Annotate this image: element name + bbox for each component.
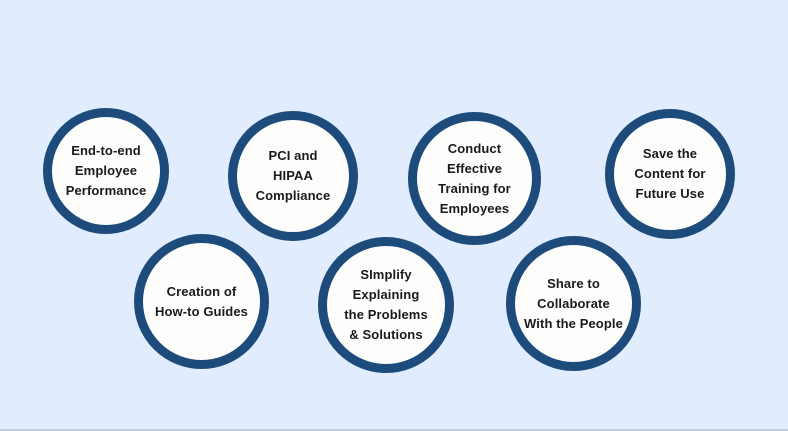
feature-circle-pci-hipaa-compliance: PCI and HIPAA Compliance	[228, 111, 358, 241]
feature-circle-save-content: Save the Content for Future Use	[605, 109, 735, 239]
feature-circle-share-collaborate: Share to Collaborate With the People	[506, 236, 641, 371]
feature-circle-label: SImplify Explaining the Problems & Solut…	[344, 267, 428, 342]
feature-circle-effective-training: Conduct Effective Training for Employees	[408, 112, 541, 245]
feature-circle-label: Save the Content for Future Use	[634, 146, 706, 201]
feature-circle-label: Share to Collaborate With the People	[524, 275, 623, 331]
feature-circle-howto-guides: Creation of How-to Guides	[134, 234, 269, 369]
feature-circle-label: Creation of How-to Guides	[154, 283, 249, 319]
feature-circle-label: PCI and HIPAA Compliance	[255, 148, 331, 203]
feature-circle-employee-performance: End-to-end Employee Performance	[43, 108, 169, 234]
feature-circle-simplify-explaining: SImplify Explaining the Problems & Solut…	[318, 237, 454, 373]
feature-circle-label: End-to-end Employee Performance	[65, 143, 147, 198]
feature-circle-label: Conduct Effective Training for Employees	[438, 140, 511, 216]
